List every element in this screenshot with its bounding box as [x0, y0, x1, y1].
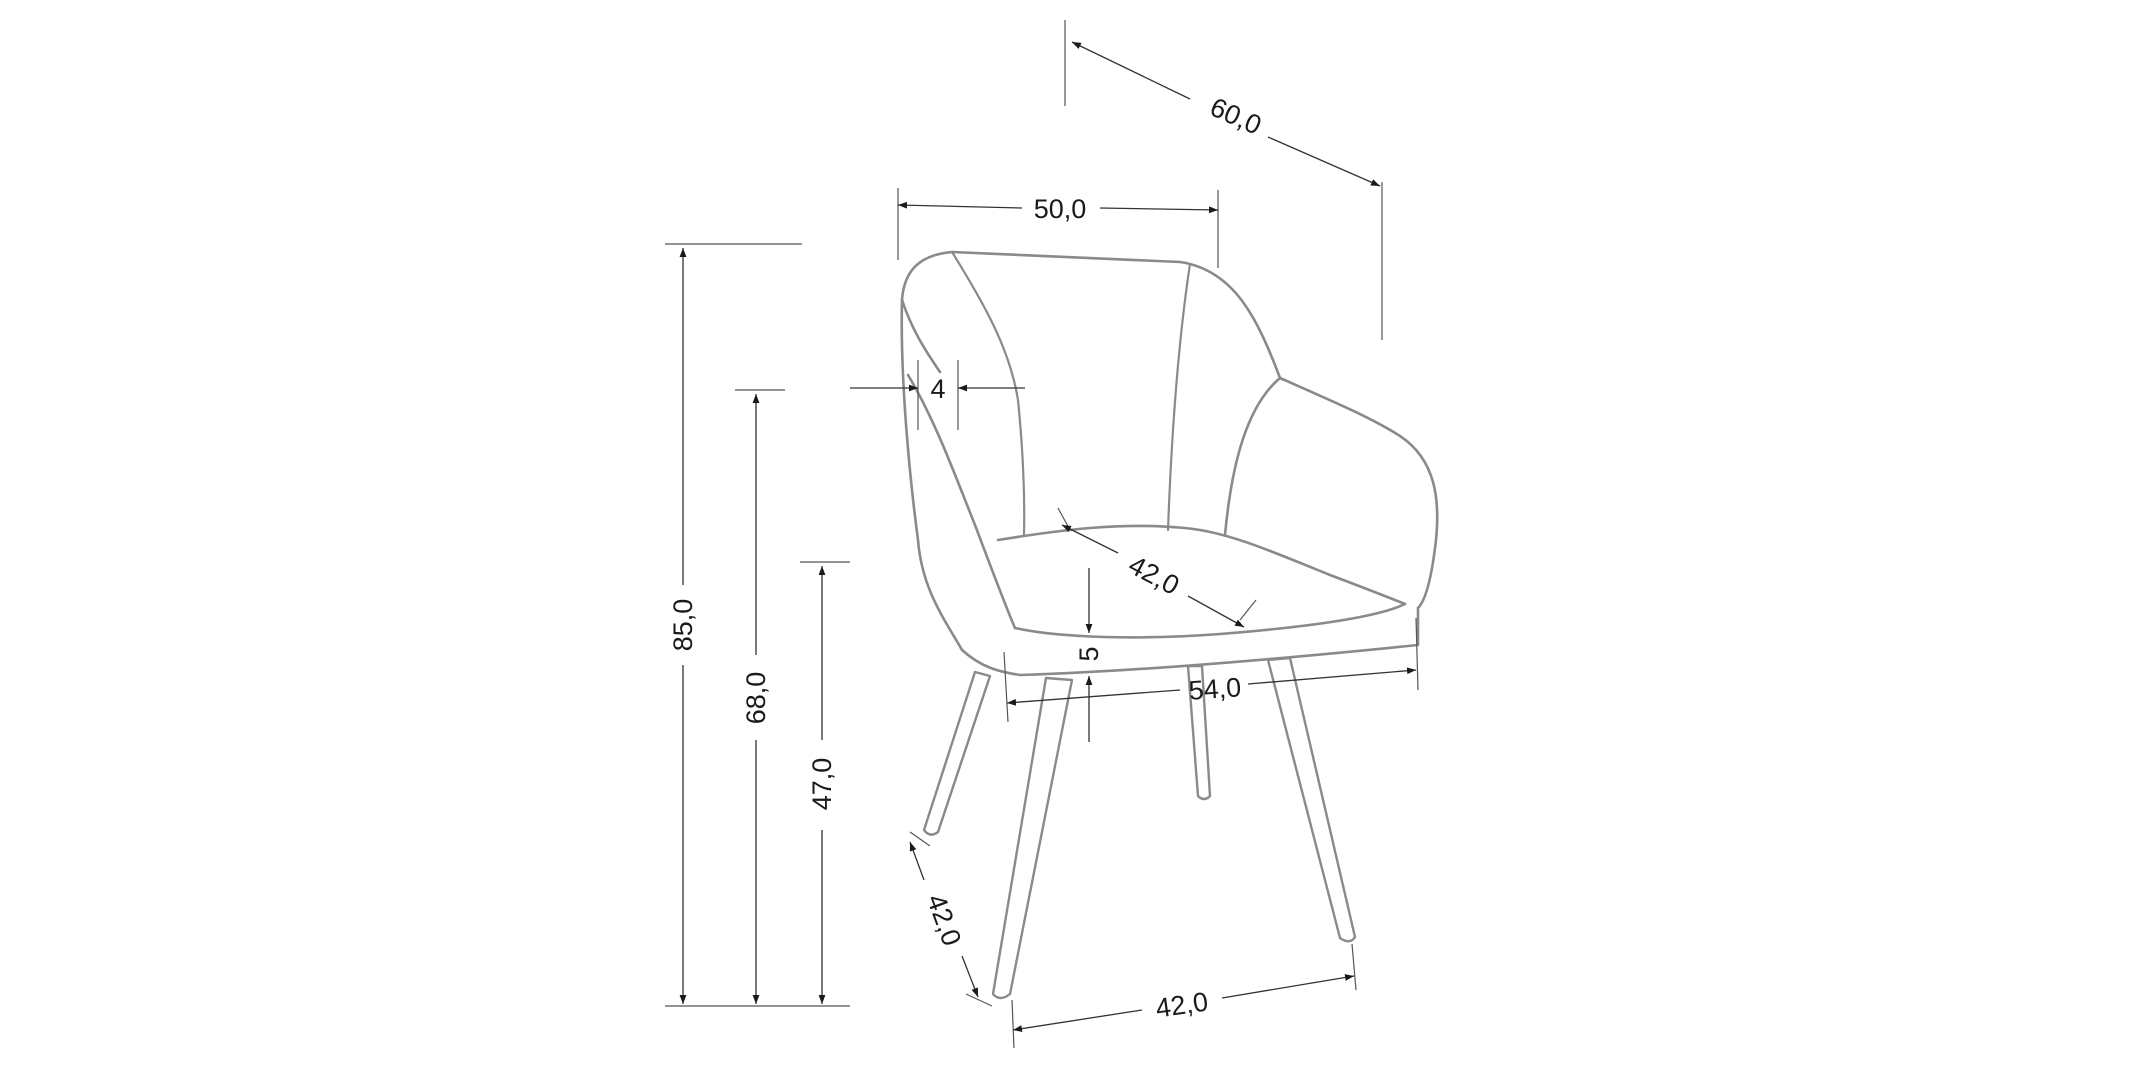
- dim-width-seat-front: 54,0: [1003, 617, 1419, 723]
- dim-seat-depth-label: 42,0: [1124, 550, 1184, 601]
- dim-seat-cushion: 5: [1074, 568, 1104, 742]
- chair-right-back-outline: [1178, 260, 1282, 380]
- chair-seat-front: [1013, 602, 1407, 639]
- dim-width-seat-front-label: 54,0: [1188, 672, 1243, 706]
- dim-leg-width-label: 42,0: [1154, 986, 1210, 1023]
- chair-leg-front-right: [1266, 656, 1357, 943]
- dim-leg-depth-label: 42,0: [921, 890, 967, 950]
- dim-height-seat: 47,0: [800, 561, 850, 1004]
- dim-leg-width: 42,0: [1011, 943, 1357, 1049]
- dim-arm-thickness: 4: [850, 360, 1025, 430]
- chair-right-arm-inner: [1223, 376, 1282, 537]
- chair-seat-top: [996, 524, 1407, 606]
- chair-leg-back-left: [922, 670, 992, 836]
- dim-depth-total-label: 60,0: [1206, 92, 1266, 141]
- chair-left-arm-ridge: [900, 298, 942, 374]
- chair-leg-front-left: [991, 676, 1074, 1000]
- chair-backrest-top: [950, 250, 1182, 264]
- dim-height-seat-label: 47,0: [807, 758, 837, 811]
- chair-seat-bottom: [1018, 606, 1420, 677]
- chair-right-arm-outline: [1278, 376, 1439, 610]
- dim-width-top-label: 50,0: [1034, 194, 1087, 224]
- dim-seat-cushion-label: 5: [1074, 646, 1104, 661]
- dim-depth-total: 60,0: [1064, 20, 1383, 340]
- chair-left-arm-inner: [906, 373, 1017, 630]
- chair-back-seam-right: [1166, 262, 1192, 532]
- dim-height-total: 85,0: [665, 243, 850, 1007]
- dim-arm-thickness-label: 4: [930, 374, 945, 404]
- chair-back-seam-left: [950, 250, 1026, 537]
- dim-height-arm-label: 68,0: [741, 672, 771, 725]
- dim-height-total-label: 85,0: [668, 599, 698, 652]
- chair-leg-back-right: [1186, 664, 1212, 801]
- dim-width-top: 50,0: [897, 188, 1219, 268]
- dim-leg-depth: 42,0: [909, 831, 993, 1007]
- dim-height-arm: 68,0: [735, 389, 785, 1004]
- chair-illustration: [900, 250, 1439, 1000]
- chair-left-outline: [900, 250, 1022, 677]
